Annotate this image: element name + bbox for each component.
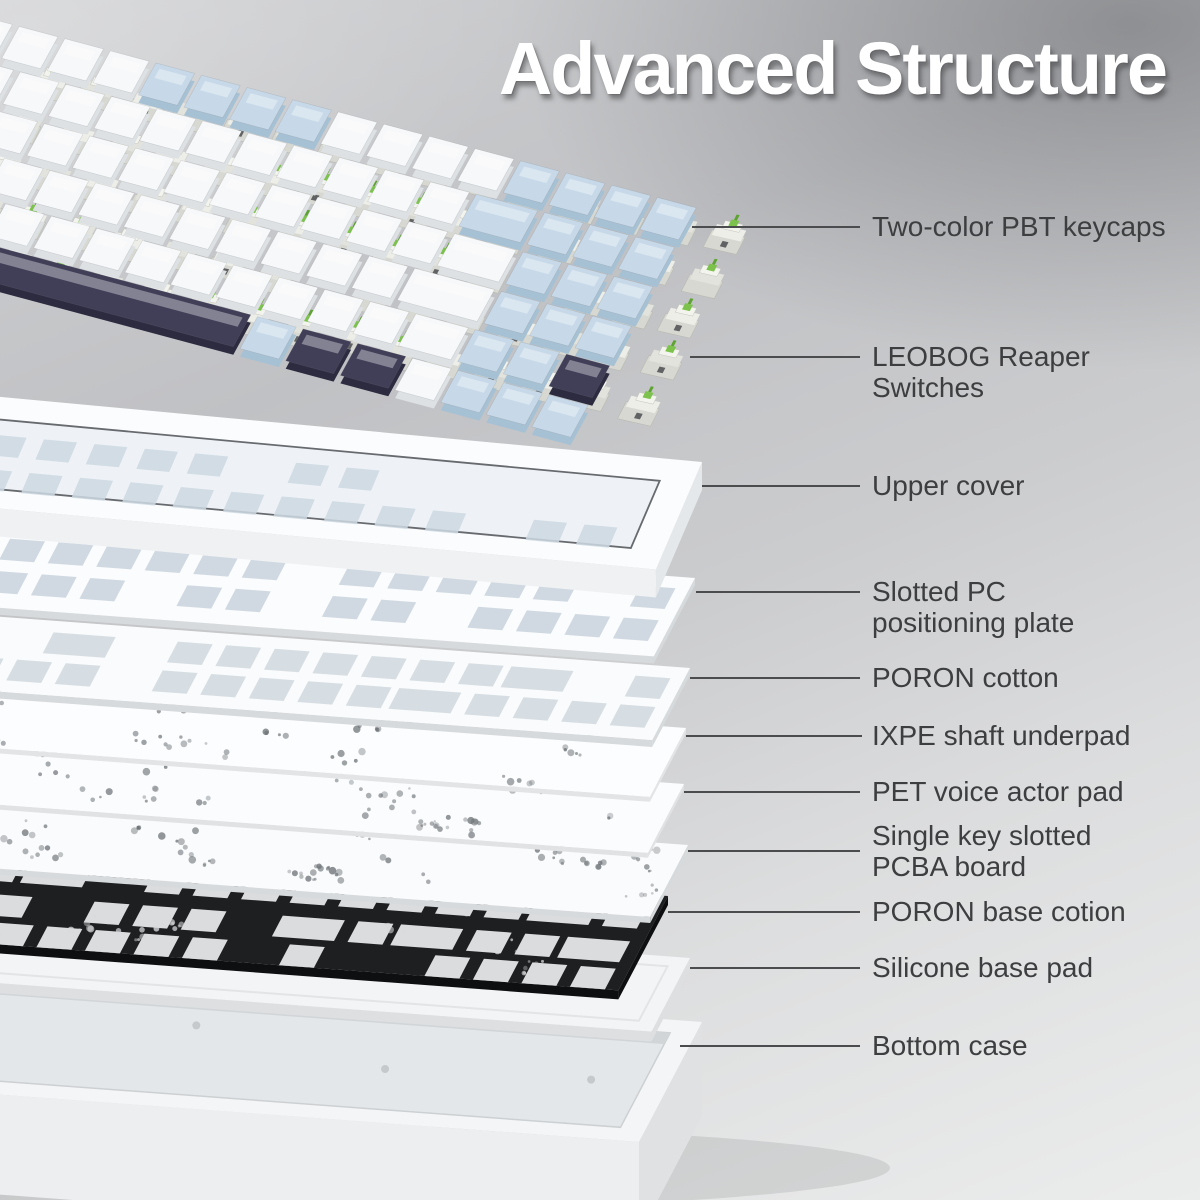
layer-upper-cover bbox=[0, 396, 702, 598]
leader-line bbox=[692, 226, 860, 228]
callout-label-upper-cover: Upper cover bbox=[872, 470, 1025, 501]
callout-label-silicone-pad: Silicone base pad bbox=[872, 952, 1094, 983]
callout-label-pcba-board: Single key slotted PCBA board bbox=[872, 820, 1092, 882]
callout-label-pet-pad: PET voice actor pad bbox=[872, 776, 1124, 807]
leader-line bbox=[668, 911, 860, 913]
layer-poron-cotton bbox=[0, 616, 690, 747]
layer-keycaps bbox=[0, 20, 697, 446]
leader-line bbox=[702, 485, 860, 487]
leader-line bbox=[688, 850, 860, 852]
callout-label-keycaps: Two-color PBT keycaps bbox=[872, 211, 1166, 242]
callout-label-switches: LEOBOG Reaper Switches bbox=[872, 341, 1090, 403]
callout-label-bottom-case: Bottom case bbox=[872, 1030, 1028, 1061]
callout-label-poron-cotton: PORON cotton bbox=[872, 662, 1059, 693]
leader-line bbox=[696, 591, 860, 593]
layer-positioning-plate bbox=[0, 526, 695, 664]
callout-label-positioning-plate: Slotted PC positioning plate bbox=[872, 576, 1075, 638]
callout-label-poron-base: PORON base cotion bbox=[872, 896, 1126, 927]
leader-line bbox=[686, 735, 862, 737]
layer-bottom-case bbox=[0, 969, 702, 1200]
leader-line bbox=[684, 791, 860, 793]
leader-line bbox=[690, 356, 860, 358]
leader-line bbox=[690, 967, 860, 969]
leader-line bbox=[690, 677, 860, 679]
callout-label-ixpe-underpad: IXPE shaft underpad bbox=[872, 720, 1131, 751]
leader-line bbox=[680, 1045, 860, 1047]
layer-pcba-board bbox=[0, 793, 688, 923]
page-title: Advanced Structure bbox=[498, 27, 1168, 110]
